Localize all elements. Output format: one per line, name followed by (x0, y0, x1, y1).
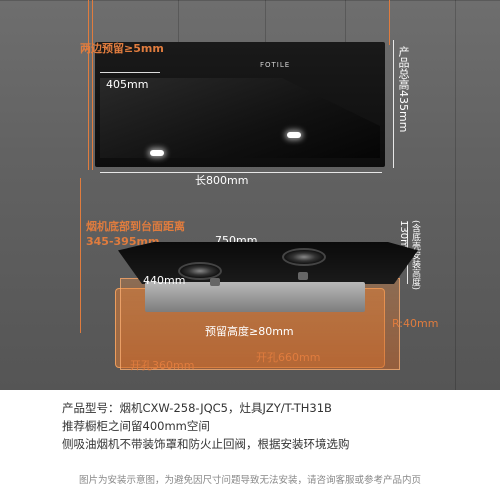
gas-stove-top (118, 242, 418, 284)
stove-bottom-tray (145, 282, 365, 312)
install-depth-label: 预留高度≥80mm (205, 325, 294, 338)
wall-seam (345, 0, 346, 42)
installation-diagram: FOTILE 两边预留≥5mm 405mm 产品总高435mm 长800mm 烟… (0, 0, 500, 390)
knob-right (298, 272, 308, 280)
hood-light-right (287, 132, 301, 138)
hood-badge: FOTILE (260, 61, 291, 69)
stove-height-note: (含底壳安装高度) (410, 220, 420, 291)
cabinet-recommendation: 推荐橱柜之间留400mm空间 (62, 419, 210, 433)
burner-left (178, 262, 222, 280)
product-model: 产品型号：烟机CXW-258-JQC5，灶具JZY/T-TH31B (62, 401, 332, 415)
burner-right (282, 248, 326, 266)
wall-seam (178, 0, 179, 42)
cutout-length-label: 开孔660mm (256, 351, 321, 364)
wall-seam (265, 0, 266, 42)
disclaimer: 图片为安装示意图，为避免因尺寸问题导致无法安装，请咨询客服或参考产品内页 (78, 475, 421, 486)
hood-counter-line (80, 178, 81, 333)
hood-counter-title: 烟机底部到台面距离 (86, 220, 185, 233)
stove-length-label: 750mm (215, 234, 258, 247)
left-gap-line (88, 0, 89, 170)
hood-counter-value: 345-395mm (86, 235, 160, 248)
hood-length-line (100, 172, 382, 173)
cutout-depth-label: 开孔360mm (130, 359, 195, 372)
spec-footer: 产品型号：烟机CXW-258-JQC5，灶具JZY/T-TH31B 推荐橱柜之间… (0, 390, 500, 500)
wall-seam (455, 0, 456, 390)
hood-height-line (393, 40, 394, 168)
wall-seam (0, 0, 500, 1)
stove-height-label: 130mm (398, 220, 409, 259)
hood-length-label: 长800mm (195, 174, 249, 187)
corner-radius-label: R:40mm (392, 317, 439, 330)
hood-depth-label: 405mm (106, 78, 149, 91)
right-gap-line (389, 0, 390, 45)
side-gap-label: 两边预留≥5mm (80, 42, 164, 55)
hood-light-left (150, 150, 164, 156)
hood-depth-line (100, 72, 160, 73)
hood-height-label: 产品总高435mm (397, 46, 410, 133)
knob-left (210, 278, 220, 286)
stove-depth-label: 440mm (143, 274, 186, 287)
installation-note: 侧吸油烟机不带装饰罩和防火止回阀，根据安装环境选购 (62, 437, 350, 451)
left-gap-line (92, 0, 93, 170)
